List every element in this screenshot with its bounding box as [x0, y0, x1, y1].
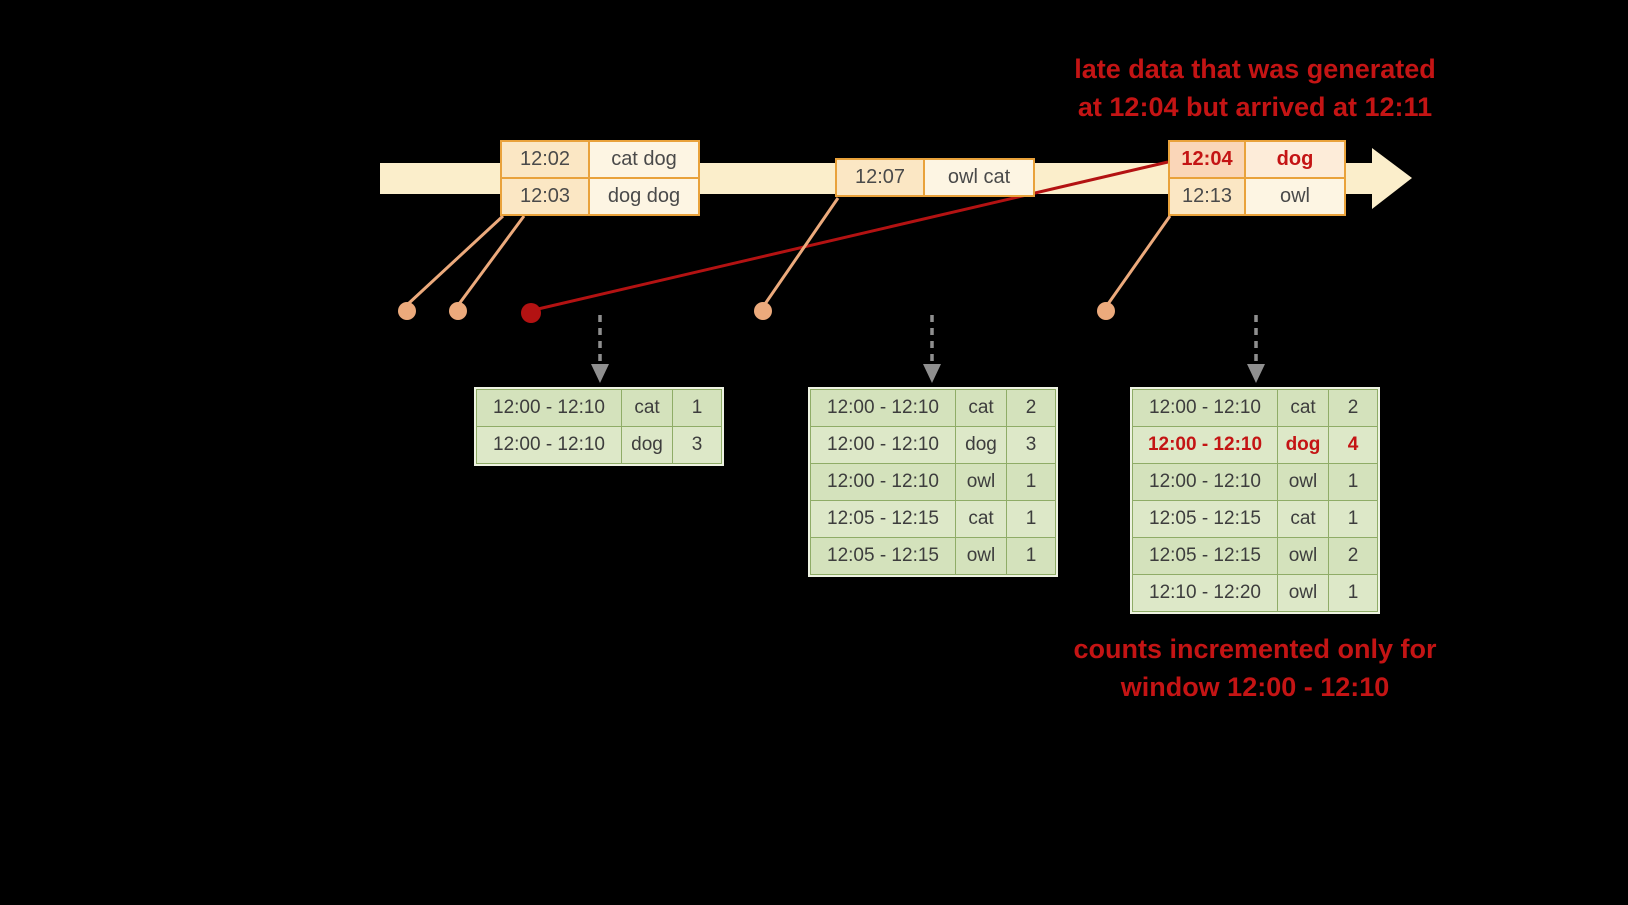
event-time-cell: 12:04	[1170, 142, 1244, 177]
trigger-down-arrow	[923, 315, 941, 383]
window-cell: 12:05 - 12:15	[811, 501, 955, 537]
event-table-2: 12:07 owl cat	[835, 158, 1035, 197]
count-cell: 1	[1329, 501, 1377, 537]
word-cell: cat	[956, 501, 1006, 537]
window-cell: 12:05 - 12:15	[1133, 538, 1277, 574]
word-cell: owl	[1278, 538, 1328, 574]
count-cell: 1	[1007, 501, 1055, 537]
late-event-row: 12:04 dog	[1170, 142, 1344, 177]
word-cell: cat	[622, 390, 672, 426]
late-connector-line	[537, 160, 1169, 311]
event-time-cell: 12:07	[837, 160, 923, 195]
window-cell: 12:00 - 12:10	[1133, 390, 1277, 426]
counts-annotation: counts incremented only for window 12:00…	[1010, 630, 1500, 706]
event-row: 12:02 cat dog	[502, 142, 698, 177]
result-row: 12:05 - 12:15 owl 1	[811, 538, 1055, 574]
window-cell: 12:05 - 12:15	[1133, 501, 1277, 537]
event-connector-line	[457, 215, 526, 305]
word-cell: dog	[1278, 427, 1328, 463]
count-cell: 1	[673, 390, 721, 426]
event-table-3: 12:04 dog 12:13 owl	[1168, 140, 1346, 216]
count-cell: 2	[1329, 538, 1377, 574]
event-words-cell: cat dog	[590, 142, 698, 177]
count-cell: 2	[1007, 390, 1055, 426]
result-row: 12:00 - 12:10 cat 2	[1133, 390, 1377, 426]
event-connector-line	[763, 197, 840, 305]
counts-annotation-line1: counts incremented only for	[1073, 634, 1437, 664]
window-cell: 12:00 - 12:10	[811, 390, 955, 426]
late-data-annotation-line2: at 12:04 but arrived at 12:11	[1077, 92, 1433, 122]
event-dot	[398, 302, 416, 320]
window-cell: 12:00 - 12:10	[811, 427, 955, 463]
event-time-cell: 12:03	[502, 179, 588, 214]
word-cell: cat	[1278, 501, 1328, 537]
event-dot	[1097, 302, 1115, 320]
window-cell: 12:10 - 12:20	[1133, 575, 1277, 611]
event-connector-line	[406, 214, 505, 306]
count-cell: 1	[1007, 538, 1055, 574]
event-table-1: 12:02 cat dog 12:03 dog dog	[500, 140, 700, 216]
window-cell: 12:05 - 12:15	[811, 538, 955, 574]
count-cell: 3	[673, 427, 721, 463]
result-row: 12:00 - 12:10 cat 2	[811, 390, 1055, 426]
late-data-annotation-line1: late data that was generated	[1074, 54, 1436, 84]
event-time-cell: 12:13	[1170, 179, 1244, 214]
event-row: 12:07 owl cat	[837, 160, 1033, 195]
event-row: 12:13 owl	[1170, 179, 1344, 214]
window-cell: 12:00 - 12:10	[811, 464, 955, 500]
event-connector-line	[1106, 215, 1172, 305]
word-cell: owl	[956, 538, 1006, 574]
result-table-2: 12:00 - 12:10 cat 2 12:00 - 12:10 dog 3 …	[808, 387, 1058, 577]
count-cell: 1	[1007, 464, 1055, 500]
word-cell: owl	[1278, 464, 1328, 500]
result-row: 12:10 - 12:20 owl 1	[1133, 575, 1377, 611]
window-cell: 12:00 - 12:10	[1133, 427, 1277, 463]
count-cell: 1	[1329, 575, 1377, 611]
result-table-3: 12:00 - 12:10 cat 2 12:00 - 12:10 dog 4 …	[1130, 387, 1380, 614]
event-words-cell: dog	[1246, 142, 1344, 177]
event-dot	[754, 302, 772, 320]
event-words-cell: owl	[1246, 179, 1344, 214]
trigger-down-arrow	[591, 315, 609, 383]
result-table-1: 12:00 - 12:10 cat 1 12:00 - 12:10 dog 3	[474, 387, 724, 466]
word-cell: cat	[1278, 390, 1328, 426]
word-cell: owl	[956, 464, 1006, 500]
count-cell: 4	[1329, 427, 1377, 463]
result-row: 12:00 - 12:10 dog 3	[811, 427, 1055, 463]
result-row: 12:05 - 12:15 cat 1	[811, 501, 1055, 537]
word-cell: owl	[1278, 575, 1328, 611]
timeline-arrow-head	[1372, 148, 1412, 209]
result-row: 12:00 - 12:10 owl 1	[811, 464, 1055, 500]
event-time-cell: 12:02	[502, 142, 588, 177]
late-data-annotation: late data that was generated at 12:04 bu…	[1010, 50, 1500, 126]
event-row: 12:03 dog dog	[502, 179, 698, 214]
result-row: 12:05 - 12:15 cat 1	[1133, 501, 1377, 537]
word-cell: cat	[956, 390, 1006, 426]
event-words-cell: dog dog	[590, 179, 698, 214]
late-updated-result-row: 12:00 - 12:10 dog 4	[1133, 427, 1377, 463]
window-cell: 12:00 - 12:10	[1133, 464, 1277, 500]
result-row: 12:00 - 12:10 dog 3	[477, 427, 721, 463]
count-cell: 1	[1329, 464, 1377, 500]
window-cell: 12:00 - 12:10	[477, 427, 621, 463]
event-dot	[449, 302, 467, 320]
trigger-down-arrow	[1247, 315, 1265, 383]
count-cell: 2	[1329, 390, 1377, 426]
count-cell: 3	[1007, 427, 1055, 463]
counts-annotation-line2: window 12:00 - 12:10	[1120, 672, 1390, 702]
result-row: 12:00 - 12:10 owl 1	[1133, 464, 1377, 500]
result-row: 12:05 - 12:15 owl 2	[1133, 538, 1377, 574]
word-cell: dog	[622, 427, 672, 463]
event-words-cell: owl cat	[925, 160, 1033, 195]
word-cell: dog	[956, 427, 1006, 463]
window-cell: 12:00 - 12:10	[477, 390, 621, 426]
result-row: 12:00 - 12:10 cat 1	[477, 390, 721, 426]
late-event-dot	[521, 303, 541, 323]
